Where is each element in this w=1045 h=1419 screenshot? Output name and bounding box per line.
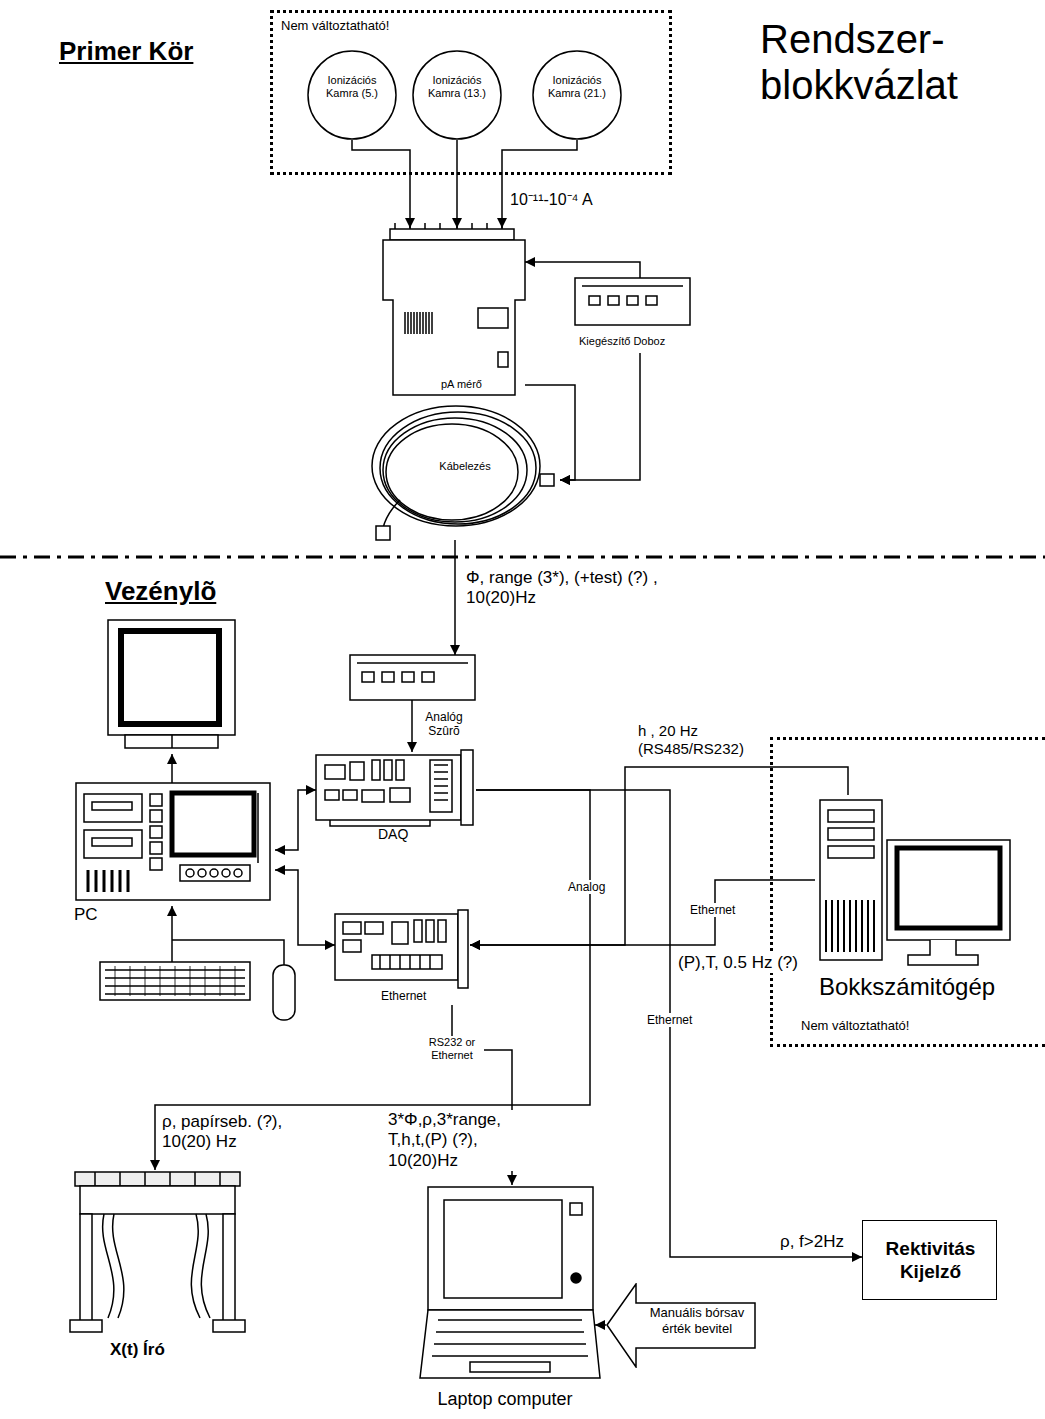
mouse-drawing xyxy=(273,965,295,1020)
node-text: Kábelezés xyxy=(425,460,505,473)
pa-meter: pA mérő xyxy=(383,228,525,395)
node-text: Rektivitás Kijelző xyxy=(869,1238,992,1284)
node-text: X(t) Író xyxy=(110,1340,240,1360)
node-text: Analóg Szûrõ xyxy=(418,710,470,739)
pc: PC xyxy=(70,783,275,928)
connector xyxy=(560,353,640,480)
auxiliary-box: Kiegészítő Doboz xyxy=(575,278,692,353)
keyboard-wire xyxy=(171,906,173,962)
edge-label: h , 20 Hz (RS485/RS232) xyxy=(636,722,765,758)
connector xyxy=(411,700,413,752)
block-computer-drawing xyxy=(820,800,1010,965)
arrow-shape xyxy=(607,1284,755,1367)
auxiliary-box-drawing xyxy=(575,278,690,325)
circle-shape xyxy=(413,51,501,139)
edge-label: Ethernet xyxy=(645,1013,704,1027)
block-computer: Bokkszámitógép xyxy=(815,795,1020,1010)
fixed-region: Nem változtatható! Ionizációs Kamra (5.) I… xyxy=(270,10,672,175)
edge-label: Analog xyxy=(566,880,620,894)
pc-drawing xyxy=(76,783,270,900)
connector xyxy=(275,790,316,850)
diagram-title: Rendszer- blokkvázlat xyxy=(760,16,1010,108)
signal-label: 3*Φ,ρ,3*range, T,h,t,(P) (?), 10(20)Hz xyxy=(386,1110,540,1171)
ionization-chamber: Ionizációs Kamra (5.) xyxy=(307,50,397,140)
node-text: Kiegészítő Doboz xyxy=(579,335,692,348)
mouse-wire xyxy=(172,940,284,965)
node-text: Bokkszámitógép xyxy=(819,973,1019,1002)
connector xyxy=(275,870,335,945)
circle-shape xyxy=(308,51,396,139)
laptop-drawing xyxy=(420,1187,600,1378)
connector xyxy=(525,262,640,278)
daq-card: DAQ xyxy=(316,752,476,847)
connector xyxy=(595,1324,606,1326)
analog-filter-drawing xyxy=(350,655,475,700)
daq-card-drawing xyxy=(316,750,473,826)
signal-label: ρ, f>2Hz xyxy=(778,1232,846,1252)
node-text: Ionizációs Kamra (21.) xyxy=(542,74,612,100)
node-text: PC xyxy=(74,905,134,925)
signal-label: (P),T, 0.5 Hz (?) xyxy=(676,953,800,973)
connector xyxy=(470,880,815,945)
display-box: Rektivitás Kijelző xyxy=(862,1220,997,1300)
input-arrow: Manuális bórsav érték bevitel xyxy=(606,1283,756,1368)
node-text: Nem változtatható! xyxy=(281,18,501,34)
ethernet-card: Ethernet xyxy=(335,912,470,1005)
connector xyxy=(470,767,848,945)
node-text: Laptop computer xyxy=(415,1389,595,1411)
section-title: Primer Kör xyxy=(57,36,195,67)
connector xyxy=(502,140,577,228)
node-text: DAQ xyxy=(378,826,438,843)
connector xyxy=(454,540,456,655)
pa-meter-drawing xyxy=(383,223,525,395)
edge-label: Ethernet xyxy=(688,903,752,917)
plotter-drawing xyxy=(70,1172,245,1332)
laptop: Laptop computer xyxy=(415,1185,595,1413)
monitor-wire xyxy=(171,754,173,783)
cable-drawing xyxy=(372,406,554,540)
node-text: Ionizációs Kamra (13.) xyxy=(422,74,492,100)
node-text: Ethernet xyxy=(381,989,451,1003)
connector xyxy=(352,140,410,228)
edge-label: 10⁻¹¹-10⁻⁴ A xyxy=(508,190,632,209)
circle-shape xyxy=(533,51,621,139)
ionization-chamber: Ionizációs Kamra (13.) xyxy=(412,50,502,140)
connector xyxy=(456,140,458,228)
edge-label: Φ, range (3*), (+test) (?) , 10(20)Hz xyxy=(464,568,673,609)
ethernet-card-drawing xyxy=(335,910,468,988)
monitor-drawing xyxy=(108,620,235,748)
connector xyxy=(525,385,575,480)
cable: Kábelezés xyxy=(370,405,560,540)
ionization-chamber: Ionizációs Kamra (21.) xyxy=(532,50,622,140)
edge-label: RS232 or Ethernet xyxy=(420,1036,484,1062)
node-text: Ionizációs Kamra (5.) xyxy=(317,74,387,100)
fixed-region: Nem változtatható! Bokkszámitógép xyxy=(770,737,1045,1047)
node-text: Nem változtatható! xyxy=(801,1018,1001,1034)
keyboard-drawing xyxy=(100,962,250,1000)
separator-line xyxy=(0,556,1045,559)
signal-label: ρ, papírseb. (?), 10(20) Hz xyxy=(160,1112,289,1153)
analog-filter: Analóg Szûrõ xyxy=(350,655,475,700)
node-text: pA mérő xyxy=(441,378,521,391)
section-title: Vezénylõ xyxy=(103,576,218,607)
node-text: Manuális bórsav érték bevitel xyxy=(640,1305,754,1336)
xt-plotter: X(t) Író xyxy=(70,1170,245,1375)
